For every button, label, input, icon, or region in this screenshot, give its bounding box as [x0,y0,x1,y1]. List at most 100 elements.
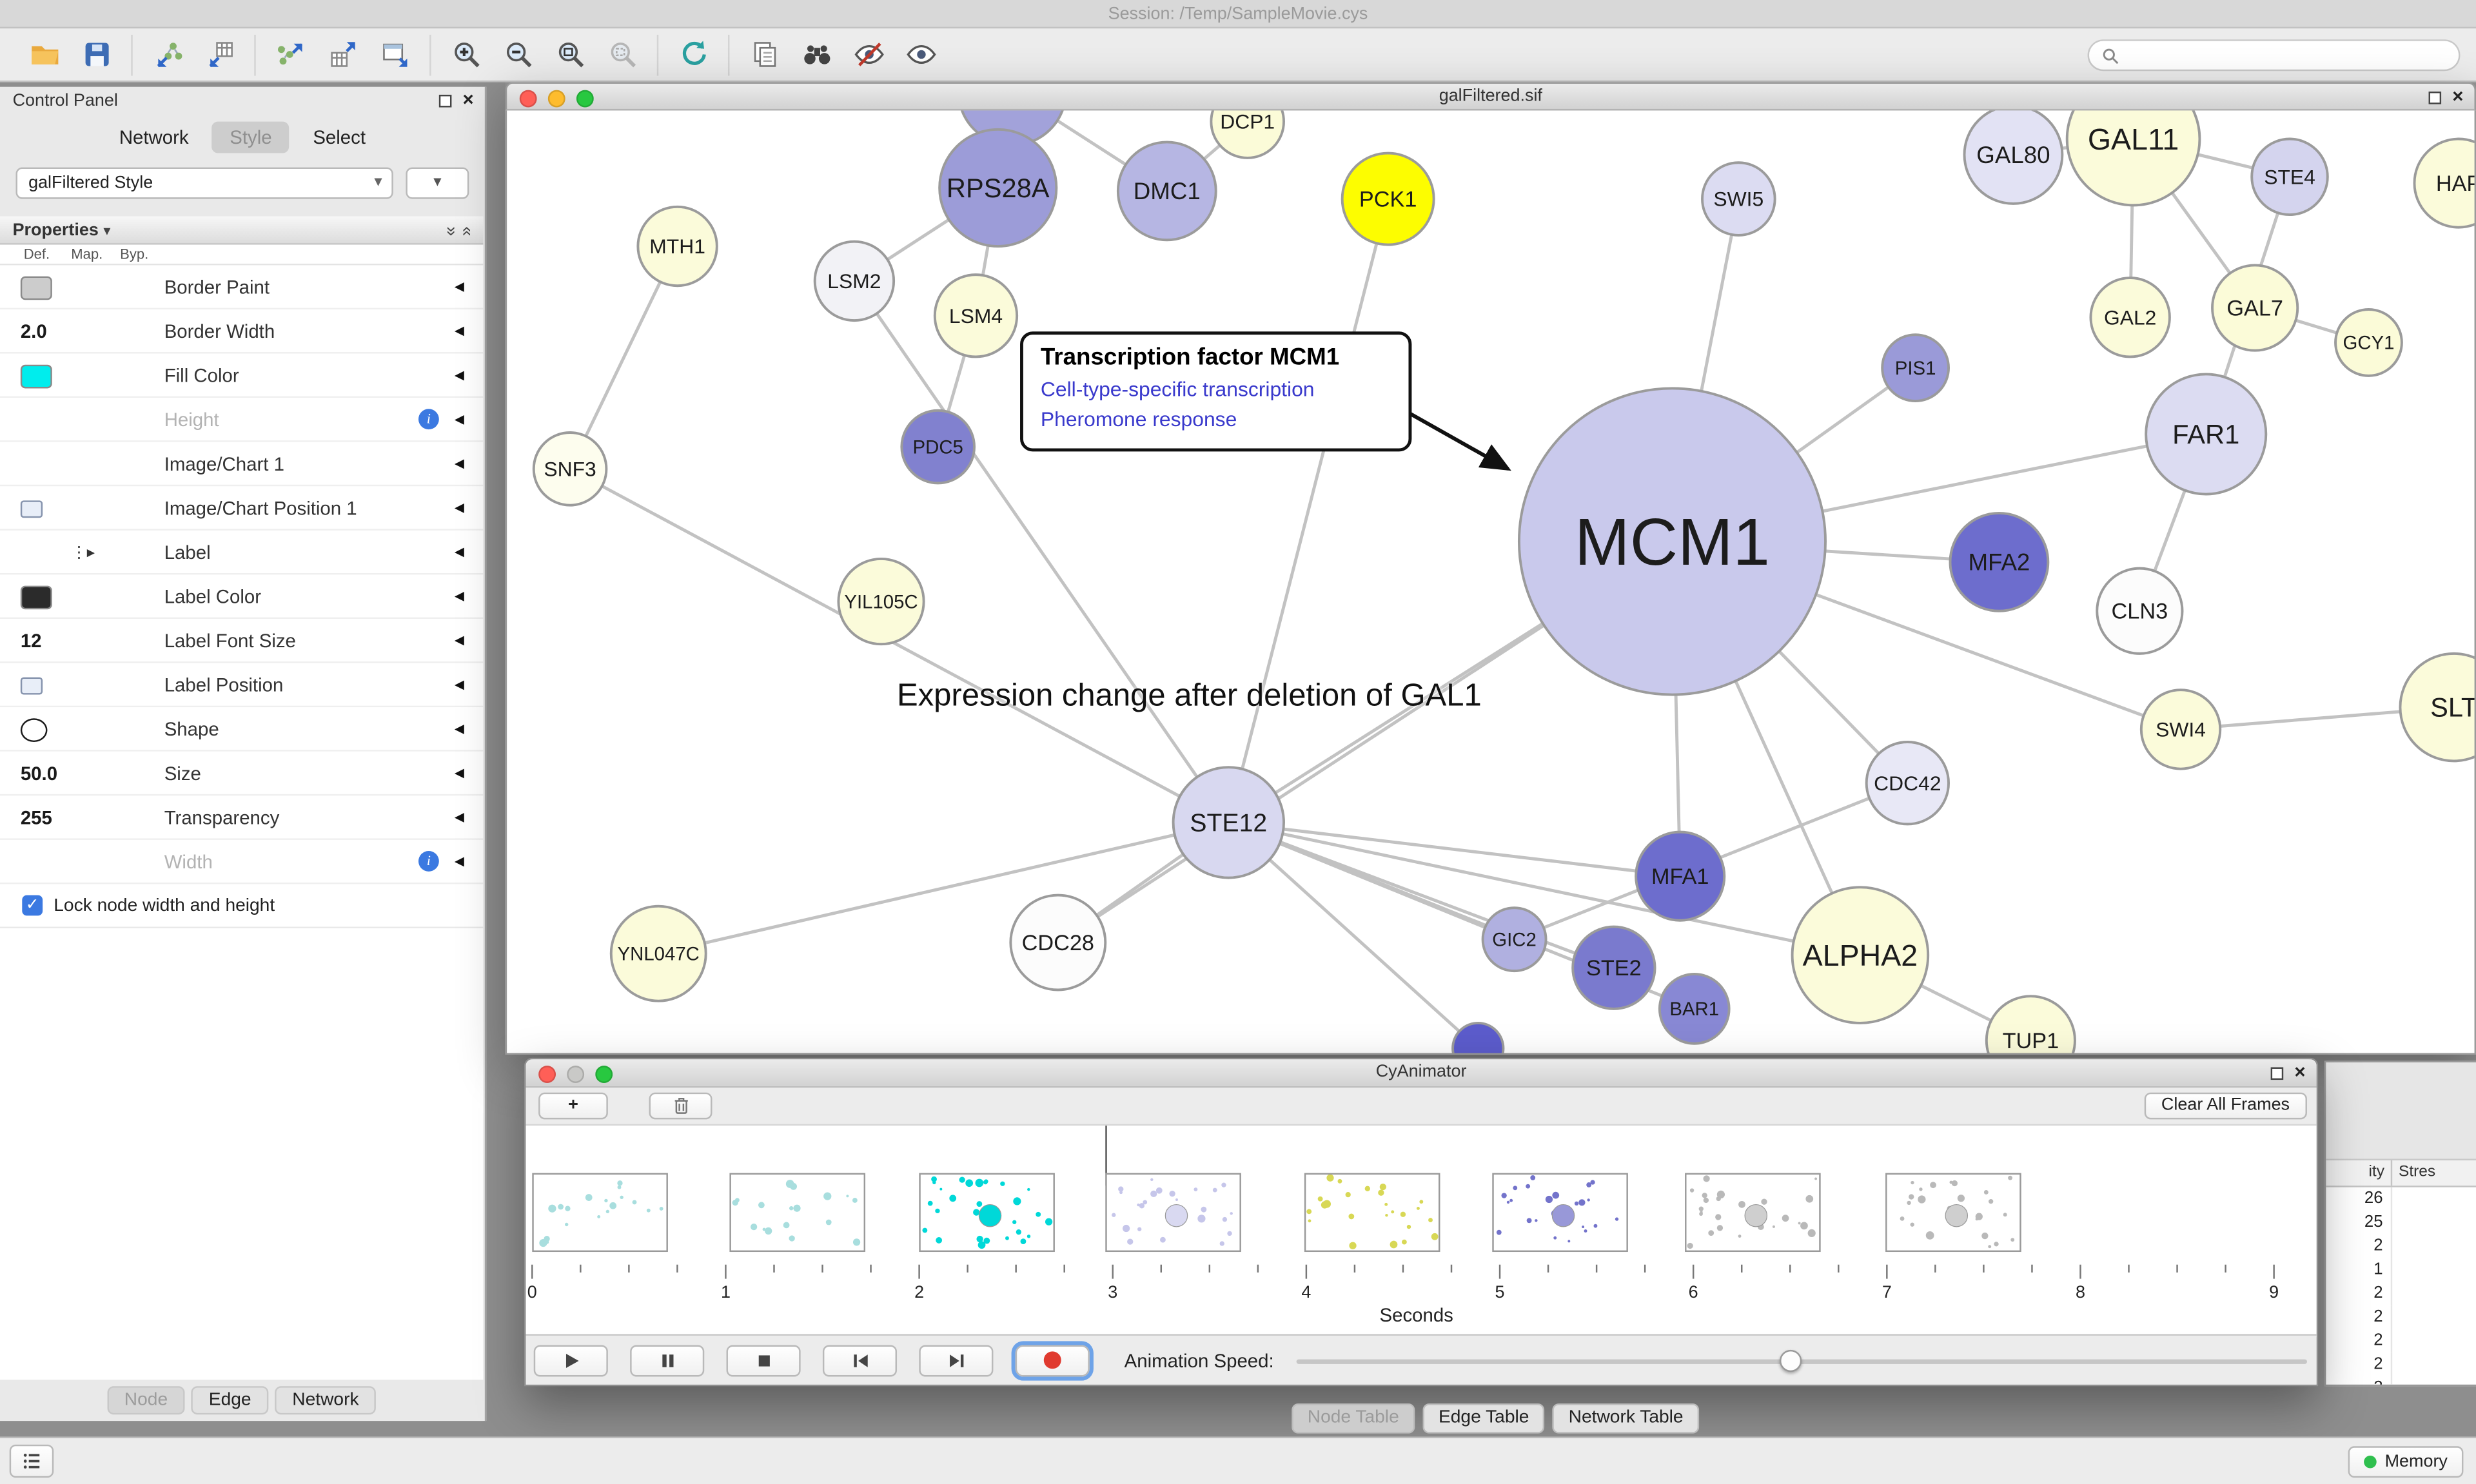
animation-speed-slider[interactable] [1295,1344,2307,1376]
network-node-gic2[interactable]: GIC2 [1481,906,1548,973]
frame-thumbnail-7[interactable] [1685,1173,1821,1253]
network-node-tup1[interactable]: TUP1 [1985,995,2076,1055]
collapse-all-icon[interactable]: « [457,226,477,235]
frame-thumbnail-8[interactable] [1885,1173,2021,1253]
network-edge[interactable] [852,280,1230,824]
tab-network-table[interactable]: Network Table [1553,1403,1700,1434]
network-node-far1[interactable]: FAR1 [2145,373,2268,496]
copy-button[interactable] [745,35,783,73]
network-node-mth1[interactable]: MTH1 [636,205,718,288]
annotation-link[interactable]: Cell-type-specific transcription [1040,377,1315,402]
network-node-ste12[interactable]: STE12 [1172,766,1285,879]
table-row[interactable]: 26 [2326,1187,2476,1211]
play-button[interactable] [533,1344,608,1376]
network-node-dmc1[interactable]: DMC1 [1116,141,1217,242]
skip-to-end-button[interactable] [919,1344,994,1376]
table-row[interactable]: 25 [2326,1211,2476,1235]
network-node-snf3[interactable]: SNF3 [532,431,608,507]
network-node-ste2[interactable]: STE2 [1571,925,1656,1010]
network-edge[interactable] [569,467,1230,825]
network-canvas[interactable]: RPS28ADMC1DCP1PCK1SWI5GAL80GAL11STE4HAPM… [505,110,2476,1055]
property-row-fill-color[interactable]: Fill Color◀ [0,353,484,398]
delete-frame-button[interactable] [649,1092,712,1120]
close-traffic-light[interactable] [519,90,537,108]
export-network-button[interactable] [271,35,310,73]
float-window-icon[interactable] [438,93,452,107]
annotation-link[interactable]: Pheromone response [1040,407,1237,431]
expand-arrow-icon[interactable]: ◀ [454,367,465,382]
network-node-slt[interactable]: SLT [2399,652,2476,763]
table-row[interactable]: 2 [2326,1235,2476,1258]
float-window-icon[interactable] [2270,1066,2284,1079]
new-window-button[interactable] [376,35,414,73]
column-header[interactable]: Stres [2399,1163,2436,1181]
network-node-cdc28[interactable]: CDC28 [1009,893,1107,991]
zoom-traffic-light[interactable] [595,1066,613,1084]
network-node-dcp1[interactable]: DCP1 [1210,110,1285,159]
property-row-border-paint[interactable]: Border Paint◀ [0,265,484,310]
import-table-button[interactable] [201,35,239,73]
expand-arrow-icon[interactable]: ◀ [454,544,465,559]
panel-menu-button[interactable] [9,1444,54,1478]
expand-arrow-icon[interactable]: ◀ [454,677,465,692]
tab-network[interactable]: Network [275,1386,377,1415]
hide-button[interactable] [850,35,888,73]
style-options-button[interactable]: ▾ [406,167,469,199]
stop-button[interactable] [726,1344,801,1376]
export-table-button[interactable] [324,35,362,73]
expand-arrow-icon[interactable]: ◀ [454,810,465,825]
refresh-button[interactable] [674,35,712,73]
property-row-shape[interactable]: Shape◀ [0,707,484,752]
network-node-lsm4[interactable]: LSM4 [933,273,1019,358]
network-node-pdc5[interactable]: PDC5 [900,409,976,485]
zoom-in-button[interactable] [447,35,485,73]
timeline-playhead[interactable] [1105,1126,1108,1186]
property-row-label[interactable]: ⋮▸Label◀ [0,530,484,575]
network-node-gal11[interactable]: GAL11 [2065,110,2201,207]
network-node-gcy1[interactable]: GCY1 [2334,308,2403,377]
search-field[interactable] [2087,39,2461,72]
network-node-pis1[interactable]: PIS1 [1881,333,1950,403]
network-node-ste4[interactable]: STE4 [2250,137,2329,217]
open-folder-button[interactable] [25,35,63,73]
network-node-gal7[interactable]: GAL7 [2211,264,2299,352]
network-window-titlebar[interactable]: galFiltered.sif × [505,82,2476,111]
expand-arrow-icon[interactable]: ◀ [454,412,465,427]
network-node-cdc42[interactable]: CDC42 [1865,741,1950,826]
frame-thumbnail-6[interactable] [1492,1173,1628,1253]
cyanimator-titlebar[interactable]: CyAnimator × [526,1059,2317,1088]
lock-size-row[interactable]: ✓ Lock node width and height [0,884,484,929]
table-row[interactable]: 2 [2326,1352,2476,1377]
checkbox-checked-icon[interactable]: ✓ [22,895,43,916]
properties-section-header[interactable]: Properties ▾ » « [0,216,484,245]
network-edge[interactable] [1228,821,1681,878]
close-icon[interactable]: × [2294,1060,2306,1084]
expand-arrow-icon[interactable]: ◀ [454,500,465,515]
network-node-rps28a[interactable]: RPS28A [938,128,1058,248]
network-node-pck1[interactable]: PCK1 [1341,151,1435,246]
table-row[interactable]: 2 [2326,1305,2476,1330]
tab-node[interactable]: Node [106,1386,186,1415]
network-edge[interactable] [1228,821,1861,957]
network-node-alpha2[interactable]: ALPHA2 [1791,886,1930,1024]
table-row[interactable]: 2 [2326,1376,2476,1385]
expand-arrow-icon[interactable]: ◀ [454,589,465,603]
add-frame-button[interactable]: + [538,1092,608,1120]
import-network-button[interactable] [148,35,186,73]
network-node-mfa1[interactable]: MFA1 [1635,830,1726,922]
property-row-image-chart-1[interactable]: Image/Chart 1◀ [0,442,484,487]
skip-to-start-button[interactable] [822,1344,898,1376]
network-edge[interactable] [1226,198,1390,823]
frame-thumbnail-2[interactable] [729,1173,866,1253]
expand-arrow-icon[interactable]: ◀ [454,633,465,648]
table-row[interactable]: 2 [2326,1282,2476,1306]
tab-edge-table[interactable]: Edge Table [1422,1403,1545,1434]
tab-edge[interactable]: Edge [191,1386,269,1415]
binoculars-button[interactable] [798,35,836,73]
